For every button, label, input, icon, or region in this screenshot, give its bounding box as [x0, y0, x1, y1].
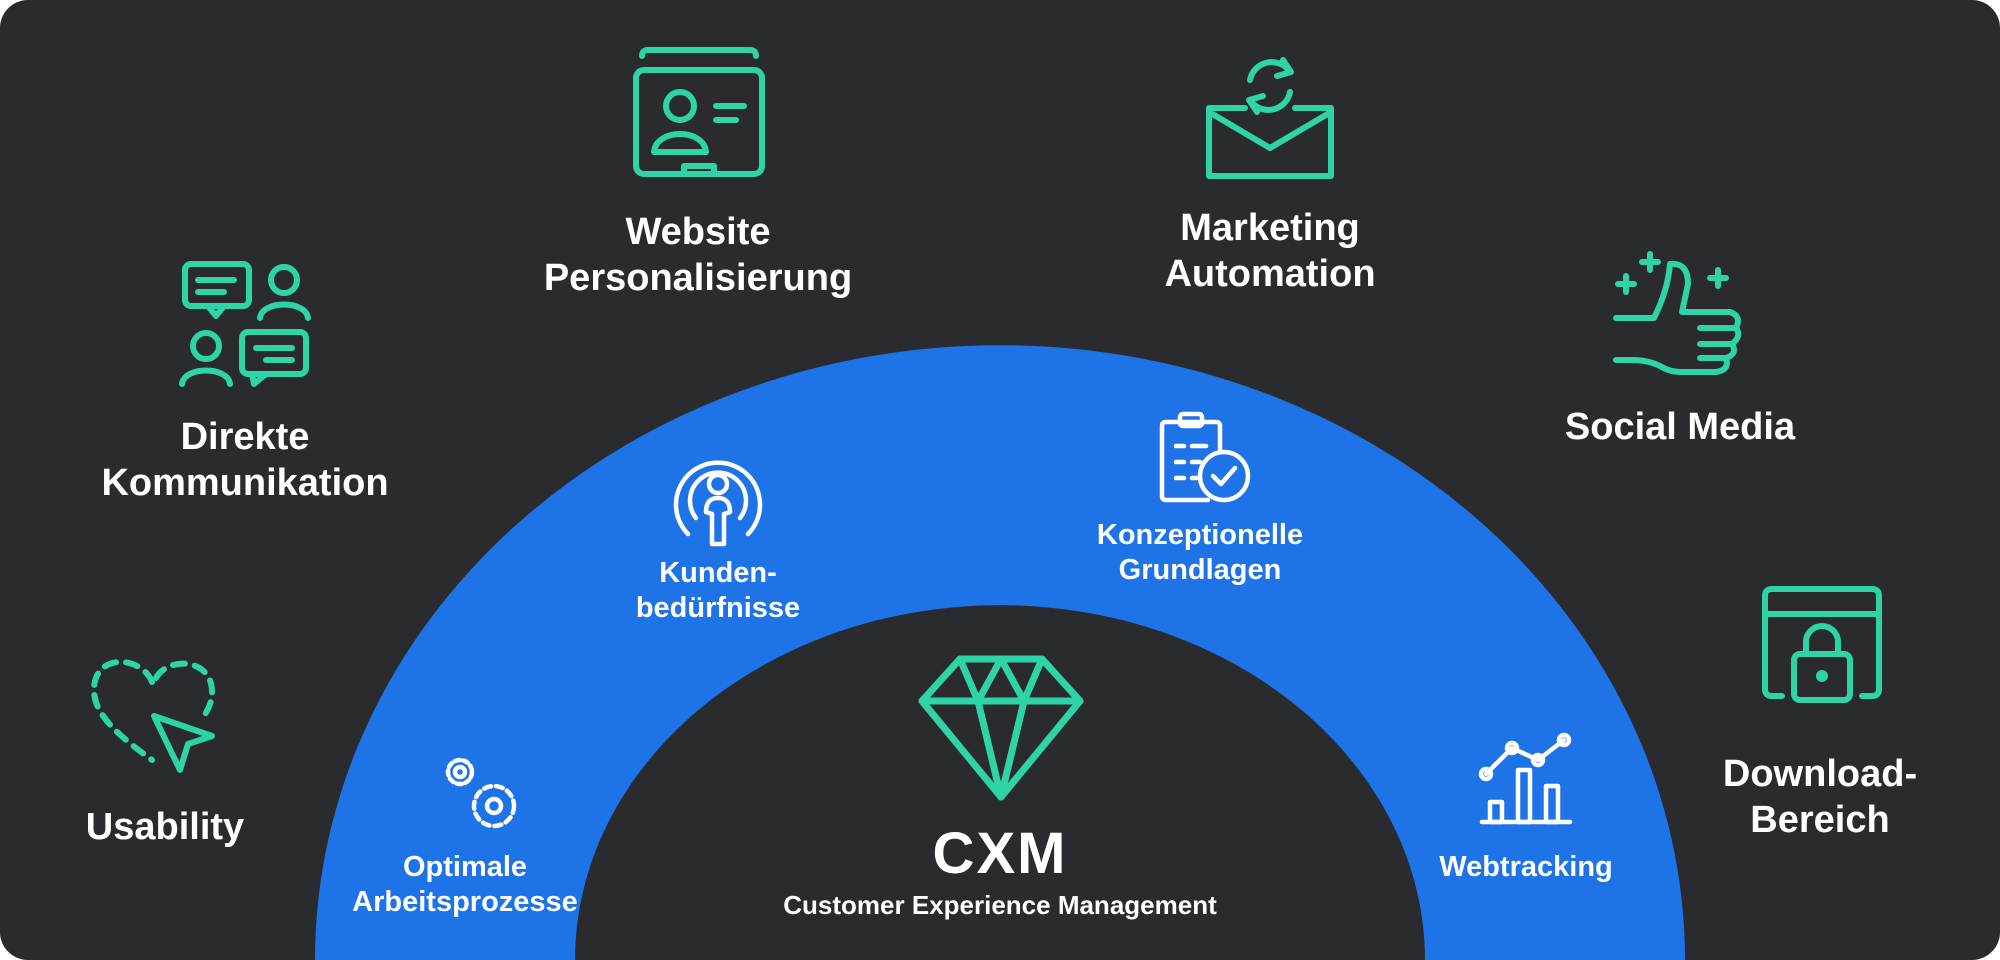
chat-people-icon [179, 258, 311, 388]
inner-label-konzeptionelle-grundlagen: Konzeptionelle Grundlagen [1096, 519, 1304, 586]
cxm-title: CXM [932, 821, 1068, 886]
podcast-person-icon [670, 454, 766, 550]
cxm-subtitle: Customer Experience Management [783, 890, 1217, 920]
thumbs-up-icon [1610, 250, 1745, 380]
diamond-icon [918, 655, 1084, 801]
inner-label-webtracking: Webtracking [1439, 851, 1613, 883]
outer-label-direkte-kommunikation: Direkte Kommunikation [101, 416, 389, 504]
chart-icon [1478, 730, 1574, 826]
id-card-icon [633, 47, 765, 178]
inner-label-optimale-arbeitsprozesse: Optimale Arbeitsprozesse [352, 851, 578, 918]
outer-label-marketing-automation: Marketing Automation [1164, 207, 1376, 295]
outer-label-download-bereich: Download- Bereich [1722, 753, 1918, 841]
clipboard-check-icon [1158, 410, 1254, 506]
inner-label-kundenbeduerfnisse: Kunden- bedürfnisse [635, 557, 801, 624]
heart-cursor-icon [88, 652, 218, 782]
outer-label-website-personalisierung: Website Personalisierung [543, 211, 853, 299]
outer-label-social-media: Social Media [1564, 406, 1796, 448]
gears-icon [440, 750, 522, 836]
mail-refresh-icon [1205, 50, 1335, 182]
outer-label-usability: Usability [85, 806, 245, 848]
browser-lock-icon [1762, 586, 1882, 706]
